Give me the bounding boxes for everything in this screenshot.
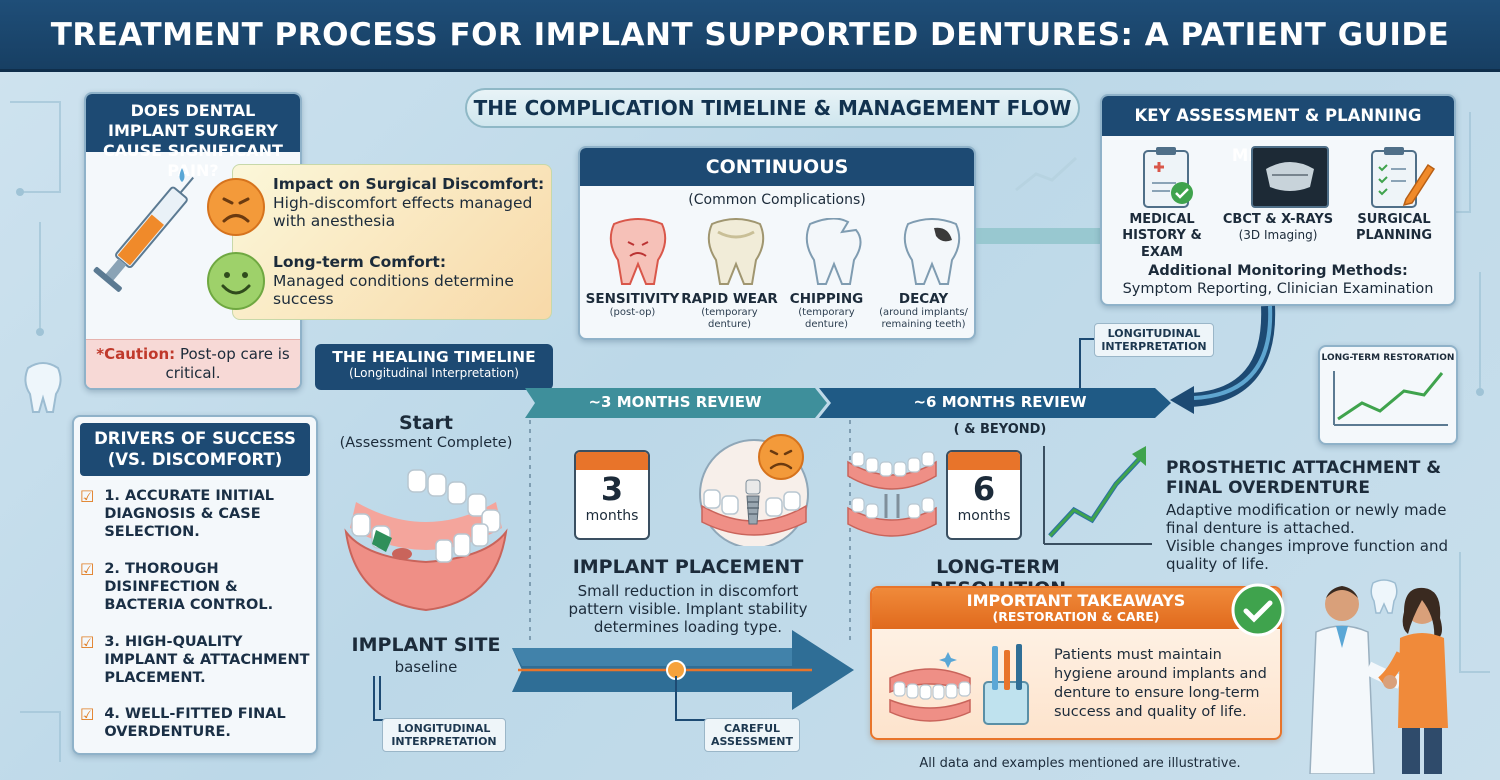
complications-title: CONTINUOUS bbox=[580, 148, 974, 186]
decay-tooth-icon bbox=[903, 218, 961, 285]
complication-item: RAPID WEAR (temporary denture) bbox=[681, 291, 778, 330]
rapid-wear-tooth-icon bbox=[707, 218, 765, 285]
complication-labels: SENSITIVITY (post-op) RAPID WEAR (tempor… bbox=[584, 291, 972, 330]
complication-item: DECAY (around implants/ remaining teeth) bbox=[879, 291, 968, 330]
pain-title: DOES DENTAL IMPLANT SURGERY CAUSE SIGNIF… bbox=[86, 94, 300, 180]
page-header: TREATMENT PROCESS FOR IMPLANT SUPPORTED … bbox=[0, 0, 1500, 72]
review-3-label: ~3 MONTHS REVIEW bbox=[588, 393, 762, 411]
healing-timeline-label: THE HEALING TIMELINE (Longitudinal Inter… bbox=[315, 344, 553, 390]
impact-block: Impact on Surgical Discomfort: High-disc… bbox=[273, 175, 549, 231]
driver-item: ☑ 1. ACCURATE INITIAL DIAGNOSIS & CASE S… bbox=[80, 487, 312, 560]
syringe-icon bbox=[93, 168, 194, 292]
driver-item: ☑ 2. THOROUGH DISINFECTION & BACTERIA CO… bbox=[80, 560, 312, 633]
dashed-dividers bbox=[529, 420, 851, 640]
drivers-panel: DRIVERS OF SUCCESS (VS. DISCOMFORT) bbox=[72, 415, 318, 755]
restoration-mini-chart: LONG-TERM RESTORATION bbox=[1318, 345, 1458, 445]
comfort-box bbox=[232, 164, 552, 320]
progress-arrow bbox=[379, 630, 854, 710]
careful-assessment-label: CAREFUL ASSESSMENT bbox=[704, 718, 800, 752]
prosthetic-block: PROSTHETIC ATTACHMENT & FINAL OVERDENTUR… bbox=[1166, 458, 1449, 573]
sad-face-icon bbox=[207, 178, 265, 236]
complication-banner: THE COMPLICATION TIMELINE & MANAGEMENT F… bbox=[465, 88, 1080, 128]
trend-chart-icon bbox=[1043, 446, 1152, 545]
complication-teeth-icons bbox=[609, 218, 961, 285]
bracket-line bbox=[1079, 338, 1094, 391]
calendar-6-months: 6 months bbox=[946, 450, 1022, 540]
bracket-line-careful bbox=[675, 676, 706, 721]
driver-item: ☑ 4. WELL-FITTED FINAL OVERDENTURE. bbox=[80, 705, 312, 749]
takeaways-header: IMPORTANT TAKEAWAYS (RESTORATION & CARE) bbox=[872, 588, 1280, 629]
checkmark-badge-icon bbox=[1231, 583, 1285, 637]
start-block: Start (Assessment Complete) bbox=[339, 412, 513, 451]
monitoring-block: Additional Monitoring Methods: Symptom R… bbox=[1104, 262, 1452, 298]
checklist-icon bbox=[1371, 147, 1436, 208]
assessment-icons bbox=[1143, 146, 1436, 208]
drivers-title: DRIVERS OF SUCCESS (VS. DISCOMFORT) bbox=[80, 423, 310, 477]
complications-subtitle: (Common Complications) bbox=[688, 192, 866, 208]
chipping-tooth-icon bbox=[805, 218, 862, 285]
connector-lines bbox=[976, 156, 1104, 244]
implant-site-block: IMPLANT SITE baseline bbox=[351, 634, 501, 676]
denture-hygiene-icon bbox=[889, 644, 1029, 725]
clipboard-icon bbox=[1143, 147, 1193, 208]
long-term-title: Long-term Comfort: bbox=[273, 253, 447, 271]
impact-title: Impact on Surgical Discomfort: bbox=[273, 175, 545, 193]
doctor-patient-illustration bbox=[1309, 586, 1448, 774]
caution-box: *Caution: Post-op care is critical. bbox=[86, 339, 300, 388]
assessment-title: KEY ASSESSMENT & PLANNING METHODS bbox=[1102, 96, 1454, 165]
caution-label: *Caution: bbox=[96, 345, 176, 363]
jaw-model-icon bbox=[344, 469, 508, 612]
complication-item: SENSITIVITY (post-op) bbox=[585, 291, 680, 318]
checkbox-icon: ☑ bbox=[80, 560, 95, 579]
review-6-label: ~6 MONTHS REVIEW bbox=[913, 393, 1087, 411]
assessment-method: MEDICAL HISTORY & EXAM bbox=[1122, 212, 1202, 260]
review-6-sublabel: ( & BEYOND) bbox=[953, 422, 1047, 437]
assessment-method: CBCT & X-RAYS (3D Imaging) bbox=[1222, 212, 1334, 243]
long-term-block: Long-term Comfort: Managed conditions de… bbox=[273, 253, 549, 309]
checkbox-icon: ☑ bbox=[80, 633, 95, 652]
page-title: TREATMENT PROCESS FOR IMPLANT SUPPORTED … bbox=[50, 16, 1450, 53]
xray-icon bbox=[1251, 146, 1329, 208]
monitoring-text: Symptom Reporting, Clinician Examination bbox=[1122, 281, 1434, 298]
implant-placement-block: IMPLANT PLACEMENT Small reduction in dis… bbox=[568, 556, 808, 636]
assessment-labels: MEDICAL HISTORY & EXAM CBCT & X-RAYS (3D… bbox=[1104, 212, 1452, 261]
sensitivity-tooth-icon bbox=[609, 218, 667, 285]
drivers-list: ☑ 1. ACCURATE INITIAL DIAGNOSIS & CASE S… bbox=[80, 487, 312, 749]
trend-up-icon bbox=[1333, 371, 1448, 426]
review-arrow-bar bbox=[525, 388, 1171, 418]
calendar-3-months: 3 months bbox=[574, 450, 650, 540]
monitoring-title: Additional Monitoring Methods: bbox=[1148, 263, 1408, 279]
takeaways-text: Patients must maintain hygiene around im… bbox=[1054, 647, 1267, 720]
long-term-text: Managed conditions determine success bbox=[273, 271, 514, 309]
longitudinal-label-top: LONGITUDINAL INTERPRETATION bbox=[1094, 323, 1214, 357]
checkbox-icon: ☑ bbox=[80, 705, 95, 724]
happy-face-icon bbox=[207, 252, 265, 310]
sad-face-small-icon bbox=[758, 434, 804, 480]
tooth-icon-right bbox=[1370, 579, 1398, 614]
curved-arrow bbox=[1170, 305, 1276, 414]
impact-text: High-discomfort effects managed with ane… bbox=[273, 193, 533, 231]
footer-note: All data and examples mentioned are illu… bbox=[919, 756, 1241, 771]
caution-text: Post-op care is critical. bbox=[165, 345, 290, 382]
assessment-method: SURGICAL PLANNING bbox=[1355, 212, 1433, 244]
tooth-icon bbox=[24, 362, 62, 413]
background-circuit-lines bbox=[10, 101, 1490, 762]
pain-panel: DOES DENTAL IMPLANT SURGERY CAUSE SIGNIF… bbox=[84, 92, 302, 390]
driver-item: ☑ 3. HIGH-QUALITY IMPLANT & ATTACHMENT P… bbox=[80, 633, 312, 705]
complication-item: CHIPPING (temporary denture) bbox=[789, 291, 864, 330]
checkbox-icon: ☑ bbox=[80, 487, 95, 506]
overdenture-icon bbox=[847, 451, 937, 537]
restoration-chart-title: LONG-TERM RESTORATION bbox=[1321, 353, 1455, 363]
longitudinal-label-bottom: LONGITUDINAL INTERPRETATION bbox=[382, 718, 506, 752]
